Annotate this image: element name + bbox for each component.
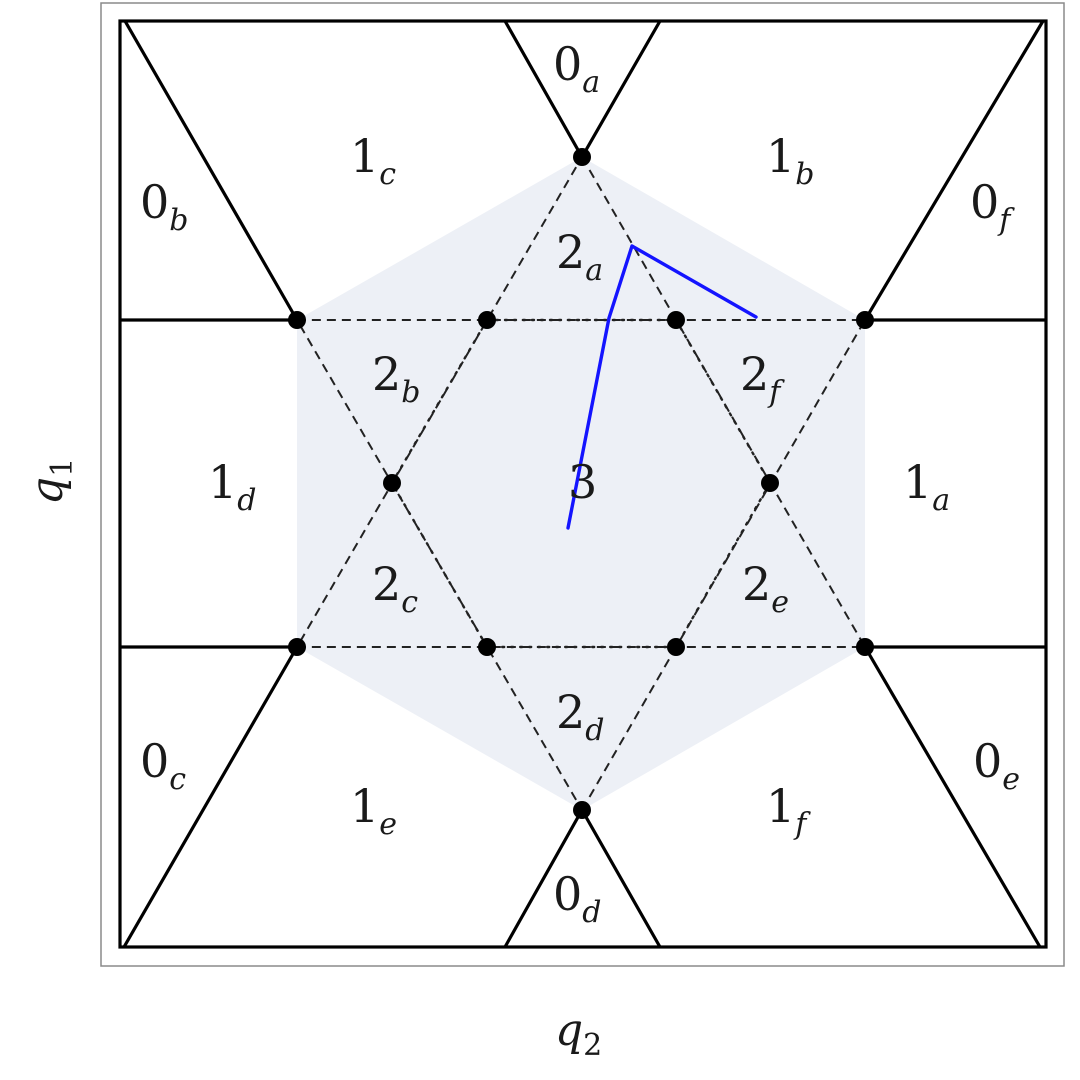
x-axis-label: q2: [555, 1005, 602, 1063]
region-label-0a: 0a: [553, 37, 600, 100]
boundary-diag-top-left: [123, 20, 299, 321]
boundary-diag-bottom-right: [863, 646, 1042, 948]
dashed-triangle-up: [295, 155, 867, 648]
vertex: [761, 474, 779, 492]
region-label-2b: 2b: [372, 347, 421, 410]
region-labels: 0a 0b 0c 0d 0e 0f 1a 1b 1c 1d 1e 1f 2a 2…: [140, 37, 1020, 930]
dashed-star: [295, 155, 867, 812]
vertices: [288, 148, 874, 819]
vertex: [856, 638, 874, 656]
vertex: [383, 474, 401, 492]
outer-frame: [100, 2, 1065, 967]
boundary-diag-top-right: [863, 20, 1045, 321]
region-label-0f: 0f: [970, 175, 1015, 238]
vertex: [478, 311, 496, 329]
region-label-0e: 0e: [973, 734, 1020, 797]
boundary-diag-bottom-left: [122, 646, 299, 948]
vertex: [573, 801, 591, 819]
region-label-2e: 2e: [742, 557, 789, 620]
region-label-1d: 1d: [208, 455, 257, 518]
vertex: [288, 638, 306, 656]
region-label-2c: 2c: [372, 557, 418, 620]
vertex: [288, 311, 306, 329]
vertex: [667, 311, 685, 329]
y-axis-label: q1: [22, 458, 80, 505]
vertex: [856, 311, 874, 329]
region-label-0b: 0b: [140, 175, 189, 238]
trajectory-path: [566, 244, 758, 530]
region-label-0d: 0d: [553, 867, 602, 930]
region-label-2d: 2d: [556, 685, 605, 748]
region-label-1c: 1c: [350, 129, 396, 192]
region-label-2a: 2a: [556, 225, 603, 288]
inner-square-border: [118, 19, 1048, 949]
region-label-1a: 1a: [903, 455, 950, 518]
dashed-triangle-down: [295, 319, 867, 812]
region-label-1b: 1b: [766, 129, 815, 192]
region-label-1e: 1e: [350, 779, 397, 842]
vertex: [478, 638, 496, 656]
region-label-3: 3: [568, 455, 597, 509]
region-label-1f: 1f: [766, 779, 811, 842]
region-label-0c: 0c: [140, 734, 186, 797]
vertex: [667, 638, 685, 656]
vertex: [573, 148, 591, 166]
